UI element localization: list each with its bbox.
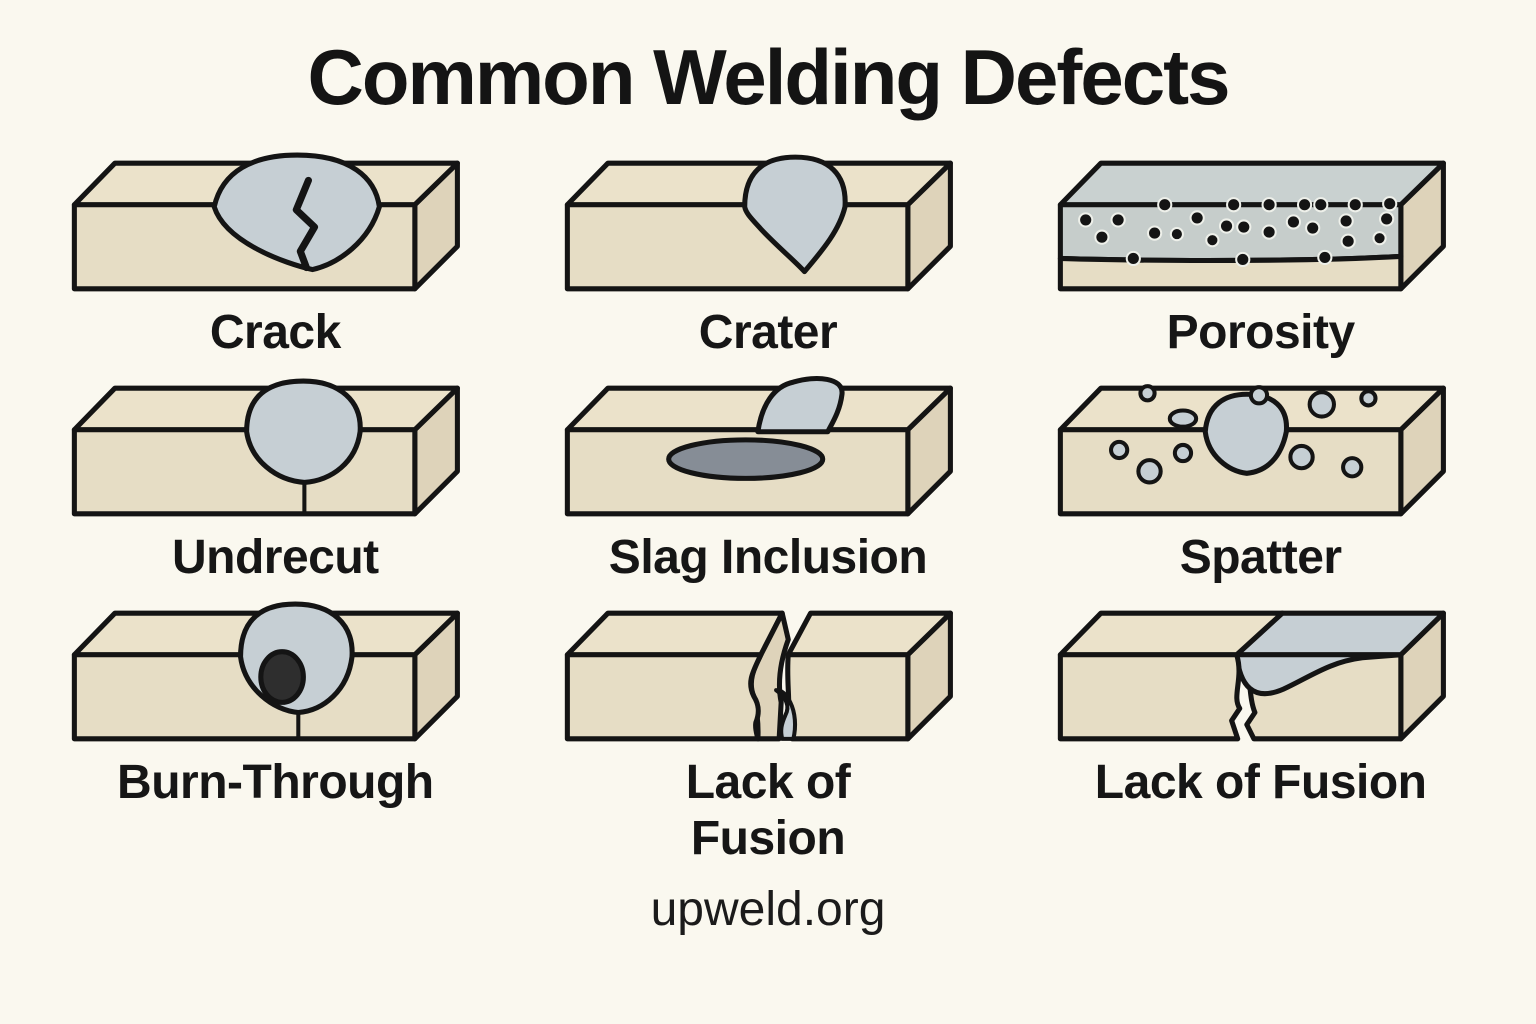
- crack-line: [293, 176, 319, 272]
- defect-label: Slag Inclusion: [608, 531, 928, 585]
- crater-illustration: [564, 154, 953, 292]
- metal-block: [1057, 385, 1446, 517]
- burn-through-illustration: [72, 601, 461, 742]
- defect-cell-porosity: Porosity: [1031, 149, 1490, 360]
- undercut-illustration: [72, 378, 461, 517]
- spatter-illustration: [1057, 384, 1446, 517]
- slag-pocket: [666, 437, 826, 482]
- metal-block: [72, 378, 461, 517]
- defect-cell-slag-inclusion: Slag Inclusion: [539, 374, 998, 585]
- porous-zone: [1057, 202, 1404, 264]
- defect-cell-lack-of-fusion-root: Lack of Fusion: [539, 599, 998, 865]
- crack-illustration: [72, 152, 461, 292]
- defect-label: Crater: [698, 306, 838, 359]
- slag-inclusion-illustration: [564, 376, 953, 517]
- metal-block: [564, 376, 953, 517]
- right-plate: [785, 652, 911, 742]
- unfused-weld-wave: [1233, 652, 1404, 697]
- metal-block: [72, 601, 461, 742]
- weld-bead: [755, 376, 845, 435]
- defect-label: Spatter: [1179, 531, 1342, 585]
- defect-cell-lack-of-fusion-side: Lack of Fusion: [1031, 599, 1490, 865]
- left-plate: [564, 652, 764, 742]
- metal-block: [1057, 611, 1446, 742]
- defect-label: Undrecut: [171, 531, 379, 585]
- spatter-droplets: [1108, 384, 1378, 485]
- defects-grid: Crack Crater: [46, 149, 1490, 866]
- lack-of-fusion-side-illustration: [1057, 611, 1446, 742]
- site-url: upweld.org: [650, 882, 886, 936]
- defect-cell-undercut: Undrecut: [46, 374, 505, 585]
- defect-cell-spatter: Spatter: [1031, 374, 1490, 585]
- metal-block: [72, 152, 461, 292]
- page-title: Common Welding Defects: [307, 33, 1231, 121]
- lack-of-fusion-root-illustration: [564, 611, 953, 742]
- weld-bead: [742, 154, 848, 275]
- weld-bead: [244, 378, 363, 486]
- metal-block: [564, 611, 953, 742]
- unfused-weld: [774, 688, 798, 742]
- defect-cell-crater: Crater: [539, 149, 998, 360]
- porosity-illustration: [1057, 160, 1446, 292]
- defect-cell-crack: Crack: [46, 149, 505, 360]
- defect-label: Burn-Through: [117, 756, 434, 810]
- defect-label: Porosity: [1166, 306, 1356, 359]
- defect-label: Lack of Fusion: [1094, 756, 1427, 810]
- pore-dots: [1077, 196, 1397, 268]
- burn-hole: [258, 649, 307, 706]
- metal-block: [1057, 160, 1446, 292]
- left-plate: [1057, 652, 1242, 742]
- weld-bead: [1202, 391, 1289, 477]
- metal-block: [564, 154, 953, 292]
- defect-cell-burn-through: Burn-Through: [46, 599, 505, 865]
- defect-label: Crack: [209, 306, 341, 359]
- defect-label: Lack of Fusion: [685, 756, 851, 865]
